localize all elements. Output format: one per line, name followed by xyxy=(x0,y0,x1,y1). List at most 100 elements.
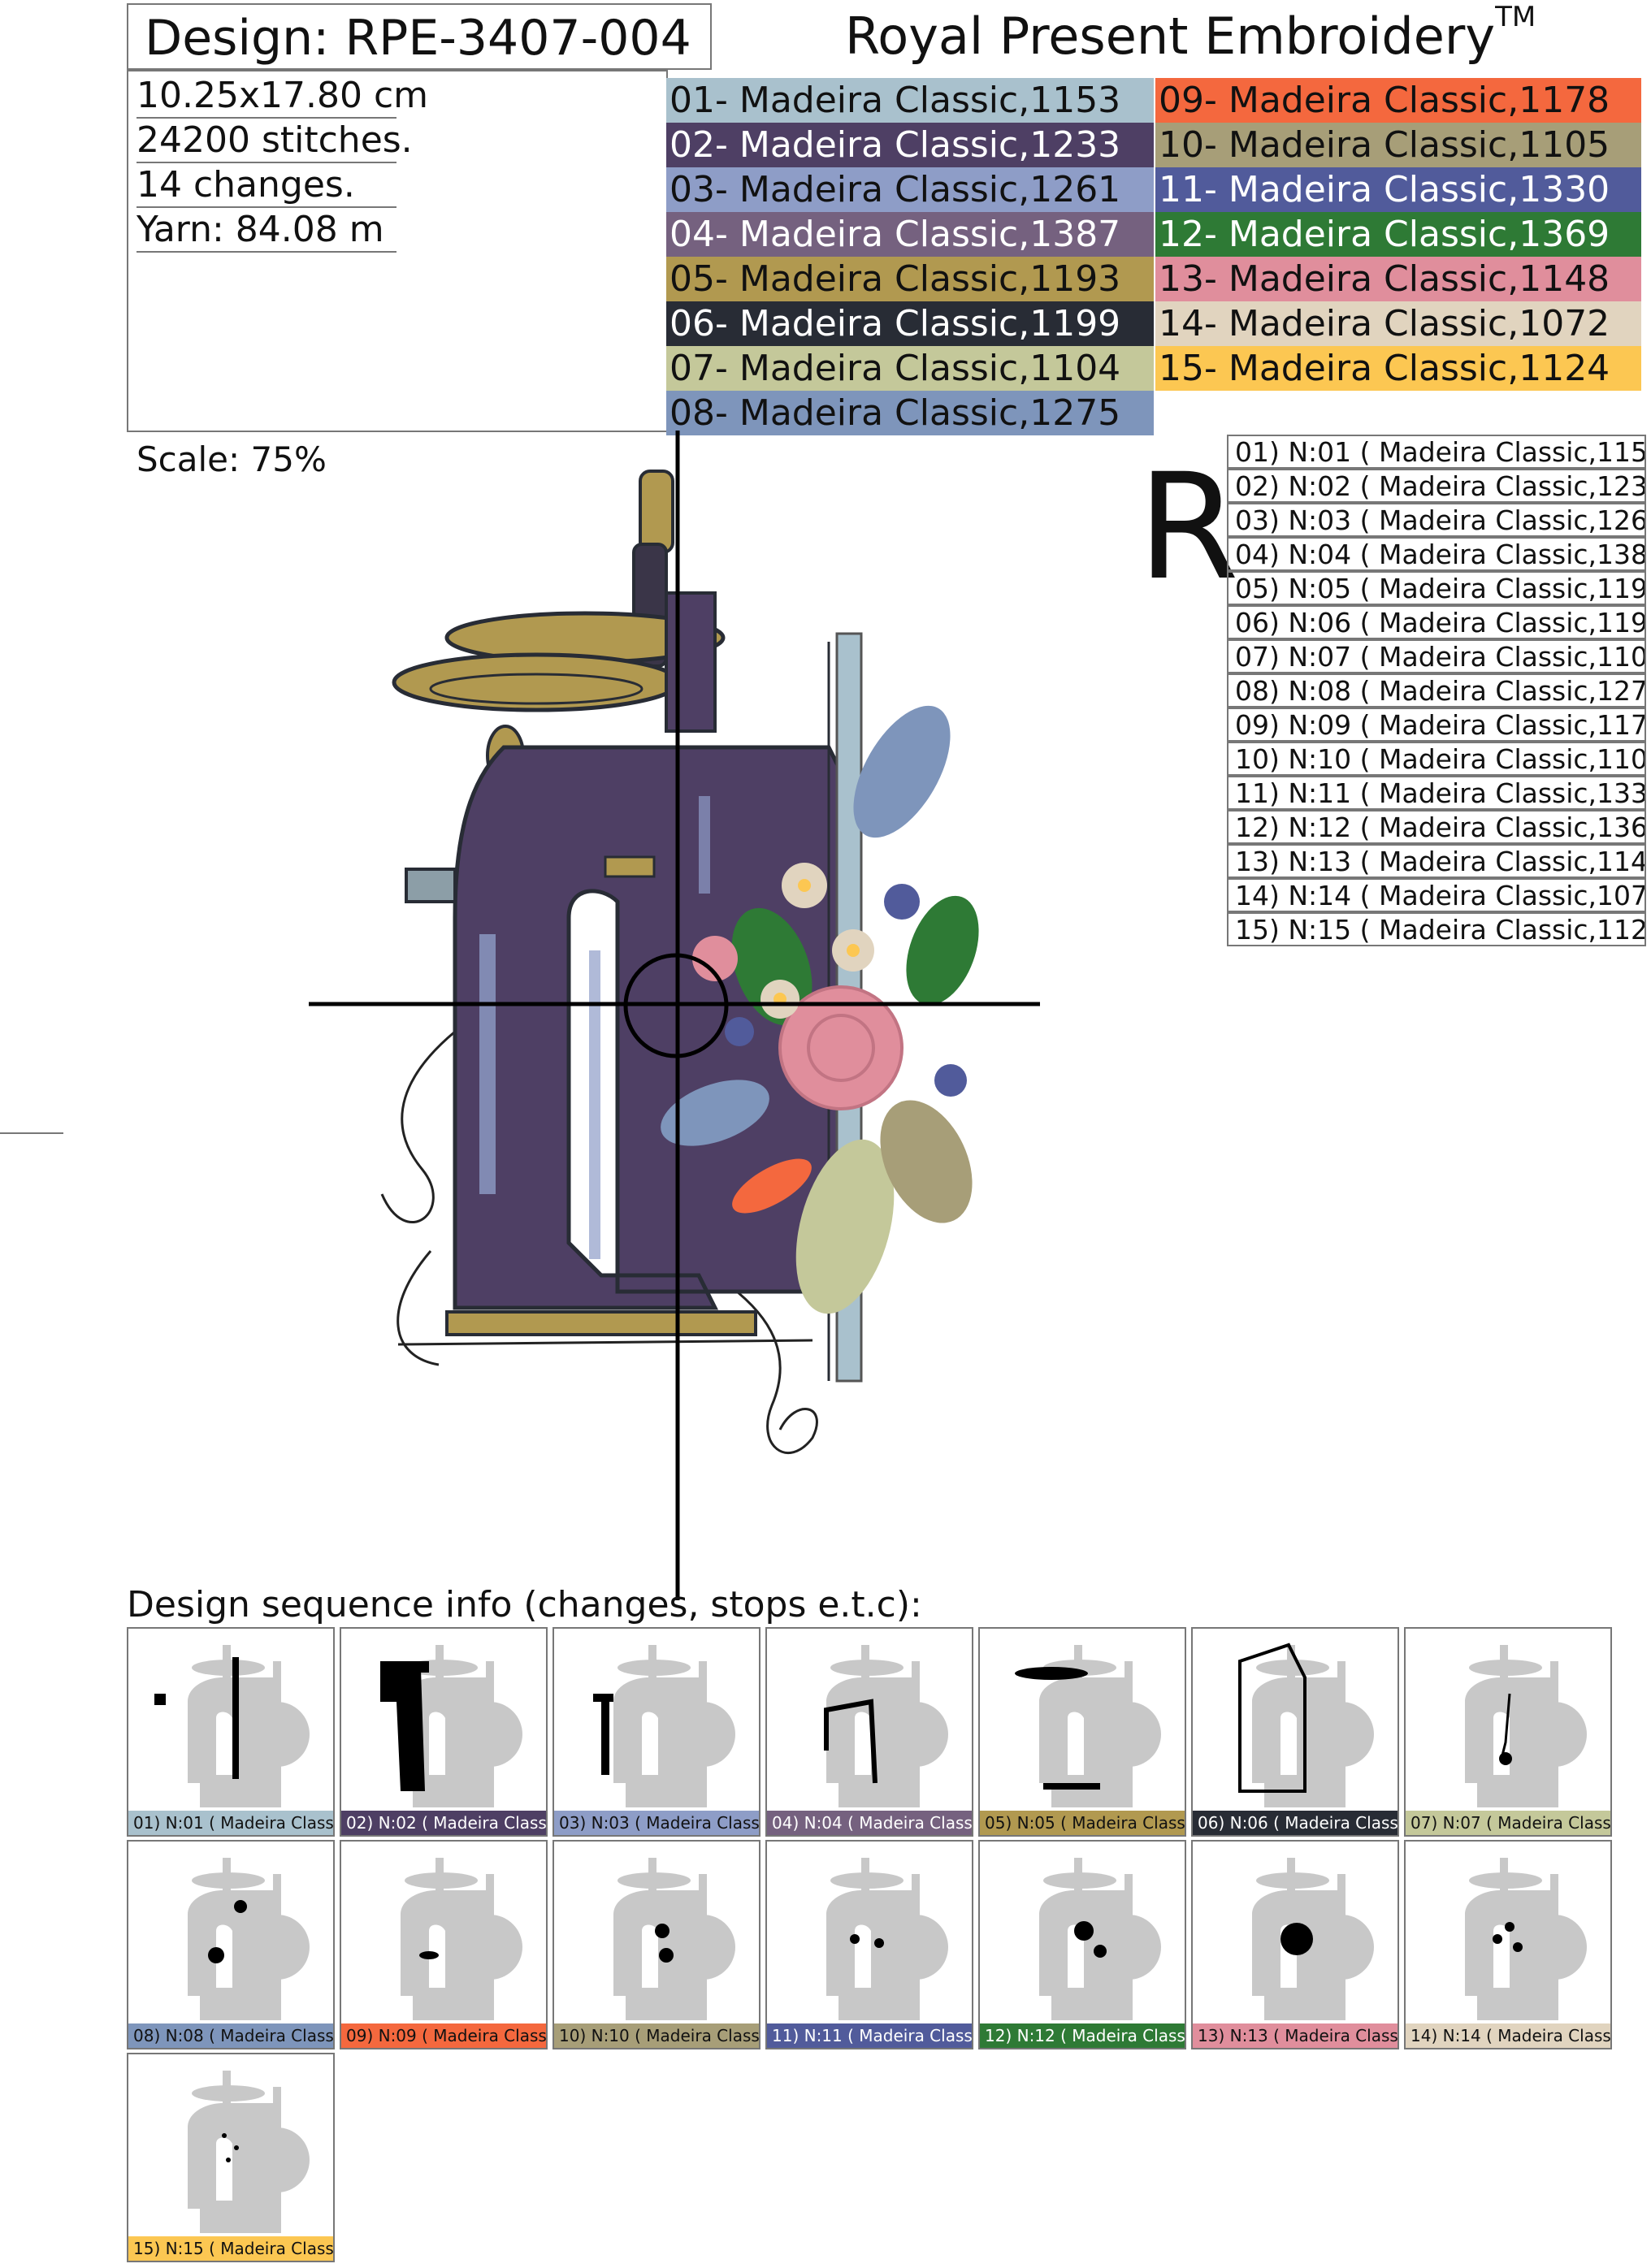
machine-body xyxy=(453,745,847,1310)
spool-pin xyxy=(405,868,457,903)
needle-list-item: 15) N:15 ( Madeira Classic,1124) xyxy=(1227,912,1646,946)
thread-line-bottom xyxy=(396,1250,440,1366)
khaki-leaf xyxy=(880,1100,973,1223)
thread-color-15: 15- Madeira Classic,1124 xyxy=(1155,346,1641,391)
thread-color-08: 08- Madeira Classic,1275 xyxy=(666,391,1154,435)
body-highlight-right xyxy=(699,796,710,894)
machine-top-arm xyxy=(665,591,717,733)
sequence-title: Design sequence info (changes, stops e.t… xyxy=(127,1584,922,1625)
logo-plate xyxy=(604,855,656,878)
thread-color-12: 12- Madeira Classic,1369 xyxy=(1155,212,1641,257)
sequence-step-preview xyxy=(1238,1643,1374,1807)
thread-color-02: 02- Madeira Classic,1233 xyxy=(666,123,1154,167)
sequence-step-label: 15) N:15 ( Madeira Classic,1 xyxy=(128,2236,333,2261)
sequence-step-label: 08) N:08 ( Madeira Classic xyxy=(128,2023,333,2048)
needle-list-item: 10) N:10 ( Madeira Classic,1105) xyxy=(1227,742,1646,776)
needle-list-item: 14) N:14 ( Madeira Classic,1072) xyxy=(1227,878,1646,912)
thread-color-10: 10- Madeira Classic,1105 xyxy=(1155,123,1641,167)
design-preview xyxy=(309,431,1040,1600)
sequence-step-preview xyxy=(613,1858,735,2020)
sequence-step-thumbnail: 15) N:15 ( Madeira Classic,1 xyxy=(127,2053,335,2262)
sequence-step-thumbnail: 04) N:04 ( Madeira Classic xyxy=(765,1627,973,1837)
thread-color-01: 01- Madeira Classic,1153 xyxy=(666,78,1154,123)
needle-list-item: 11) N:11 ( Madeira Classic,1330) xyxy=(1227,776,1646,810)
needle-list-item: 07) N:07 ( Madeira Classic,1104) xyxy=(1227,639,1646,673)
thread-color-06: 06- Madeira Classic,1199 xyxy=(666,301,1154,346)
blue-berries-1 xyxy=(884,884,920,920)
sequence-step-preview xyxy=(593,1645,735,1807)
sequence-step-thumbnail: 08) N:08 ( Madeira Classic xyxy=(127,1840,335,2049)
sage-leaf-bottom xyxy=(795,1139,895,1314)
needle-list-item: 03) N:03 ( Madeira Classic,1261) xyxy=(1227,503,1646,537)
needle-list-item: 13) N:13 ( Madeira Classic,1148) xyxy=(1227,844,1646,878)
sequence-step-preview xyxy=(1015,1645,1161,1807)
stitch-count: 24200 stitches. xyxy=(136,119,413,163)
thread-color-03: 03- Madeira Classic,1261 xyxy=(666,167,1154,212)
needle-list-item: 02) N:02 ( Madeira Classic,1233) xyxy=(1227,469,1646,503)
sequence-step-thumbnail: 09) N:09 ( Madeira Classic xyxy=(340,1840,548,2049)
sequence-step-preview xyxy=(401,1858,522,2020)
thread-line-right xyxy=(714,1274,818,1454)
sequence-step-thumbnail: 06) N:06 ( Madeira Classic xyxy=(1191,1627,1399,1837)
sequence-step-label: 07) N:07 ( Madeira Classic xyxy=(1406,1811,1610,1835)
sequence-step-label: 02) N:02 ( Madeira Classic xyxy=(341,1811,546,1835)
sequence-step-label: 01) N:01 ( Madeira Classic,1 xyxy=(128,1811,333,1835)
blue-berries-3 xyxy=(934,1064,967,1097)
body-highlight-inner xyxy=(589,950,600,1259)
sequence-step-label: 05) N:05 ( Madeira Classic xyxy=(980,1811,1185,1835)
needle-list-item: 01) N:01 ( Madeira Classic,1153) xyxy=(1227,435,1646,469)
thread-color-14: 14- Madeira Classic,1072 xyxy=(1155,301,1641,346)
sequence-step-label: 09) N:09 ( Madeira Classic xyxy=(341,2023,546,2048)
sequence-step-thumbnail: 13) N:13 ( Madeira Classic,1 xyxy=(1191,1840,1399,2049)
sequence-step-preview xyxy=(380,1645,522,1807)
sequence-step-thumbnail: 01) N:01 ( Madeira Classic,1 xyxy=(127,1627,335,1837)
needle-list-item: 05) N:05 ( Madeira Classic,1193) xyxy=(1227,571,1646,605)
middle-wheel xyxy=(392,652,681,712)
yarn-length: Yarn: 84.08 m xyxy=(136,209,396,253)
pink-bud xyxy=(692,936,738,981)
sequence-step-preview xyxy=(1039,1858,1161,2020)
sequence-step-thumbnail: 02) N:02 ( Madeira Classic xyxy=(340,1627,548,1837)
sequence-step-label: 14) N:14 ( Madeira Classic,1 xyxy=(1406,2023,1610,2048)
wheel-spokes xyxy=(429,673,644,705)
base-line xyxy=(397,1339,813,1346)
blue-leaf-top xyxy=(853,705,951,838)
sequence-step-thumbnail: 03) N:03 ( Madeira Classic xyxy=(552,1627,760,1837)
green-leaf-right xyxy=(906,895,979,1006)
sequence-step-preview xyxy=(1465,1645,1587,1807)
sequence-step-preview xyxy=(188,2071,310,2233)
sequence-step-preview xyxy=(1252,1858,1374,2020)
design-info-box: 10.25x17.80 cm 24200 stitches. 14 change… xyxy=(127,70,668,432)
thread-color-07: 07- Madeira Classic,1104 xyxy=(666,346,1154,391)
sequence-step-preview xyxy=(154,1645,310,1807)
sequence-step-thumbnail: 14) N:14 ( Madeira Classic,1 xyxy=(1404,1840,1612,2049)
sequence-step-label: 10) N:10 ( Madeira Classic,1 xyxy=(554,2023,759,2048)
brand-name: Royal Present EmbroideryTM xyxy=(845,3,1536,68)
sequence-step-preview xyxy=(188,1858,310,2020)
thread-color-09: 09- Madeira Classic,1178 xyxy=(1155,78,1641,123)
orientation-mark: R xyxy=(1138,443,1240,612)
needle-list: 01) N:01 ( Madeira Classic,1153)02) N:02… xyxy=(1227,435,1646,946)
blue-berries-2 xyxy=(725,1017,754,1046)
margin-tick xyxy=(0,1132,63,1134)
sequence-step-preview xyxy=(826,1858,948,2020)
thread-color-05: 05- Madeira Classic,1193 xyxy=(666,257,1154,301)
sequence-step-label: 13) N:13 ( Madeira Classic,1 xyxy=(1193,2023,1398,2048)
sequence-step-label: 12) N:12 ( Madeira Classic,1 xyxy=(980,2023,1185,2048)
thread-color-11: 11- Madeira Classic,1330 xyxy=(1155,167,1641,212)
design-title: Design: RPE-3407-004 xyxy=(127,3,712,70)
crosshair-circle xyxy=(623,953,729,1058)
sequence-step-thumbnail: 05) N:05 ( Madeira Classic xyxy=(978,1627,1186,1837)
needle-list-item: 08) N:08 ( Madeira Classic,1275) xyxy=(1227,673,1646,708)
trademark: TM xyxy=(1495,1,1536,33)
brand-text: Royal Present Embroidery xyxy=(845,6,1496,66)
sequence-step-thumbnail: 11) N:11 ( Madeira Classic,13 xyxy=(765,1840,973,2049)
pink-rose xyxy=(778,985,904,1110)
crank-handle xyxy=(639,470,674,554)
thread-color-13: 13- Madeira Classic,1148 xyxy=(1155,257,1641,301)
design-size: 10.25x17.80 cm xyxy=(136,75,428,119)
blue-leaf-left xyxy=(661,1080,769,1146)
sequence-step-label: 11) N:11 ( Madeira Classic,13 xyxy=(767,2023,972,2048)
sequence-step-preview xyxy=(824,1645,948,1807)
